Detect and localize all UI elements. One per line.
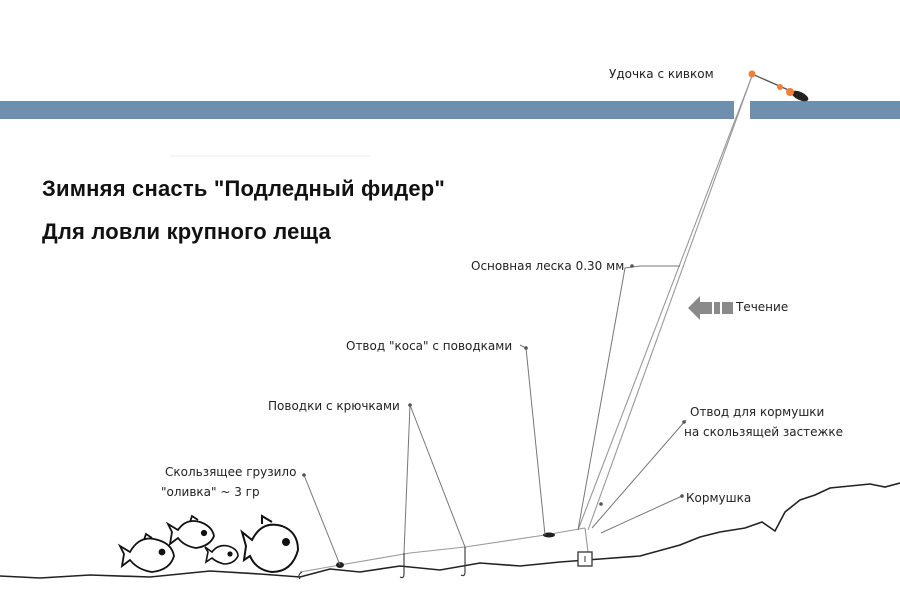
ice-layer-right: [750, 101, 900, 119]
hook-2: [460, 547, 466, 577]
rod-tip-line: [751, 73, 794, 93]
fish-icon-2: [165, 514, 215, 549]
fish-icon-1: [117, 532, 175, 573]
label-leaders: Поводки с крючками: [268, 399, 400, 413]
hook-1: [399, 553, 405, 579]
label-rod: Удочка с кивком: [609, 67, 714, 81]
label-braid-branch: Отвод "коса" с поводками: [346, 339, 513, 353]
main-line: [577, 75, 753, 531]
main-line-2: [587, 75, 753, 531]
label-feeder-branch-line2: на скользящей застежке: [684, 425, 843, 439]
pointer-lines: [303, 265, 687, 566]
feeder-branch-line: [584, 527, 589, 553]
river-bottom: [0, 482, 900, 579]
label-current: Течение: [736, 300, 789, 314]
rod-handle: [791, 90, 809, 102]
label-sinker-line1: Скользящее грузило: [165, 465, 297, 479]
swivel: [543, 532, 555, 538]
rod-tip-bead: [748, 70, 756, 78]
rod-reel-bead: [777, 84, 783, 90]
fish-icon-3: [204, 544, 239, 565]
rod-handle-bead: [786, 88, 794, 96]
fish-icon-4: [240, 514, 300, 574]
label-main-line: Основная леска 0.30 мм: [471, 259, 625, 273]
label-feeder-branch-line1: Отвод для кормушки: [690, 405, 825, 419]
pointer-dots: [302, 264, 686, 506]
diagram-subtitle: Для ловли крупного леща: [42, 219, 331, 244]
diagram-title: Зимняя снасть "Подледный фидер": [42, 176, 446, 201]
hook-end: [298, 571, 303, 580]
label-sinker-line2: "оливка" ~ 3 гр: [161, 485, 260, 499]
label-feeder: Кормушка: [686, 491, 752, 505]
current-arrow-icon: [688, 296, 733, 320]
ice-layer-left: [0, 101, 734, 119]
